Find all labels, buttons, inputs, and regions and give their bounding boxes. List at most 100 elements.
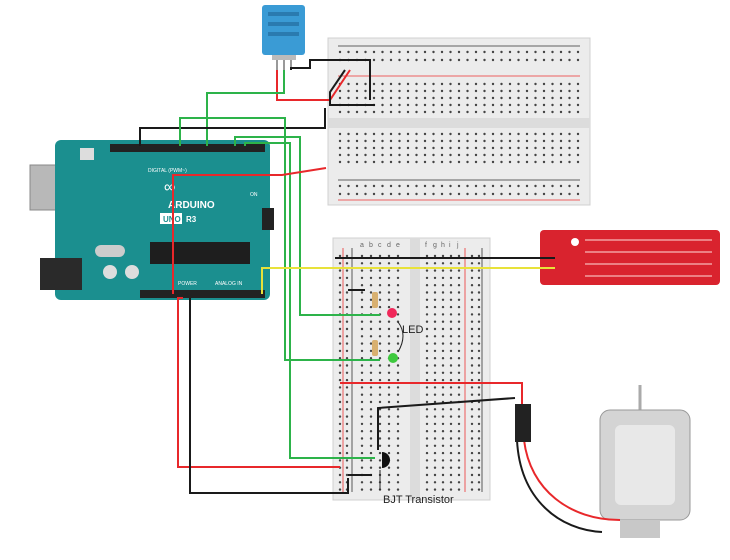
breadboard-hole: [440, 82, 444, 86]
breadboard-hole: [477, 408, 481, 411]
breadboard-hole: [398, 82, 401, 86]
breadboard-hole: [369, 335, 373, 338]
breadboard-hole: [425, 269, 429, 272]
breadboard-hole: [433, 320, 437, 323]
breadboard-hole: [477, 473, 481, 477]
breadboard-hole: [517, 146, 520, 150]
on-led-label: ON: [250, 192, 258, 198]
breadboard-hole: [338, 305, 342, 309]
breadboard-hole: [440, 139, 444, 143]
breadboard-hole: [551, 132, 554, 136]
breadboard-hole: [369, 291, 373, 294]
breadboard-hole: [457, 96, 461, 100]
breadboard-hole: [525, 89, 529, 93]
breadboard-hole: [372, 160, 376, 164]
breadboard-hole: [369, 269, 373, 272]
breadboard-hole: [360, 276, 364, 280]
breadboard-hole: [378, 378, 382, 382]
breadboard-hole: [477, 327, 481, 331]
breadboard-hole: [433, 349, 437, 353]
breadboard-hole: [387, 269, 391, 272]
breadboard-hole: [568, 153, 571, 157]
breadboard-hole: [441, 342, 445, 345]
breadboard-hole: [369, 459, 373, 462]
breadboard-hole: [387, 466, 391, 469]
breadboard-hole: [360, 408, 364, 411]
breadboard-hole: [441, 364, 445, 367]
column-label: j: [456, 242, 459, 249]
breadboard-hole: [387, 276, 391, 280]
breadboard-hole: [381, 110, 384, 114]
breadboard-hole: [525, 50, 529, 54]
breadboard-hole: [396, 393, 400, 396]
breadboard-hole: [449, 103, 452, 107]
breadboard-hole: [470, 349, 474, 353]
breadboard-hole: [423, 184, 427, 188]
breadboard-hole: [338, 96, 342, 100]
breadboard-hole: [440, 132, 444, 136]
breadboard-hole: [508, 192, 512, 196]
breadboard-hole: [345, 422, 349, 426]
breadboard-hole: [433, 422, 437, 426]
breadboard-hole: [477, 459, 481, 462]
wire-red: [340, 382, 523, 405]
breadboard-hole: [457, 408, 461, 411]
breadboard-hole: [457, 335, 461, 338]
breadboard-hole: [500, 103, 503, 107]
breadboard-hole: [500, 96, 503, 100]
breadboard-hole: [425, 327, 429, 331]
breadboard-hole: [360, 430, 364, 433]
breadboard-hole: [378, 371, 382, 374]
breadboard-hole: [457, 320, 461, 323]
breadboard-hole: [389, 184, 393, 188]
breadboard-hole: [345, 305, 349, 309]
breadboard-hole: [457, 313, 461, 316]
breadboard-hole: [474, 146, 478, 150]
breadboard-hole: [338, 371, 342, 374]
breadboard-hole: [423, 160, 427, 164]
breadboard-hole: [534, 153, 537, 157]
breadboard-hole: [500, 146, 503, 150]
breadboard-hole: [433, 313, 437, 316]
breadboard-hole: [477, 313, 481, 316]
dht-sensor: [262, 5, 305, 70]
breadboard-hole: [568, 160, 571, 164]
breadboard-hole: [378, 437, 382, 440]
breadboard-hole: [338, 50, 342, 54]
breadboard-hole: [525, 146, 529, 150]
breadboard-hole: [441, 466, 445, 469]
breadboard-hole: [433, 357, 437, 360]
breadboard-hole: [457, 132, 461, 136]
breadboard-hole: [425, 422, 429, 426]
breadboard-hole: [470, 313, 474, 316]
breadboard-hole: [542, 50, 546, 54]
breadboard-hole: [457, 110, 461, 114]
breadboard-hole: [470, 459, 474, 462]
breadboard-hole: [338, 342, 342, 345]
breadboard-hole: [441, 284, 445, 287]
breadboard-hole: [457, 254, 461, 258]
breadboard-hole: [576, 110, 580, 114]
breadboard-hole: [474, 153, 478, 157]
breadboard-hole: [542, 160, 546, 164]
breadboard-hole: [423, 146, 427, 150]
breadboard-hole: [470, 320, 474, 323]
breadboard-hole: [387, 298, 391, 301]
breadboard-hole: [369, 430, 373, 433]
breadboard-hole: [338, 269, 342, 272]
breadboard-hole: [396, 262, 400, 265]
breadboard-hole: [440, 153, 444, 157]
breadboard-hole: [508, 132, 512, 136]
breadboard-hole: [534, 58, 537, 62]
breadboard-hole: [360, 320, 364, 323]
breadboard-hole: [345, 291, 349, 294]
breadboard-hole: [551, 139, 554, 143]
breadboard-hole: [425, 357, 429, 360]
breadboard-hole: [432, 50, 435, 54]
breadboard-hole: [568, 192, 571, 196]
breadboard-hole: [338, 262, 342, 265]
breadboard-hole: [483, 139, 486, 143]
breadboard-hole: [534, 82, 537, 86]
breadboard-hole: [449, 393, 453, 396]
breadboard-hole: [398, 139, 401, 143]
